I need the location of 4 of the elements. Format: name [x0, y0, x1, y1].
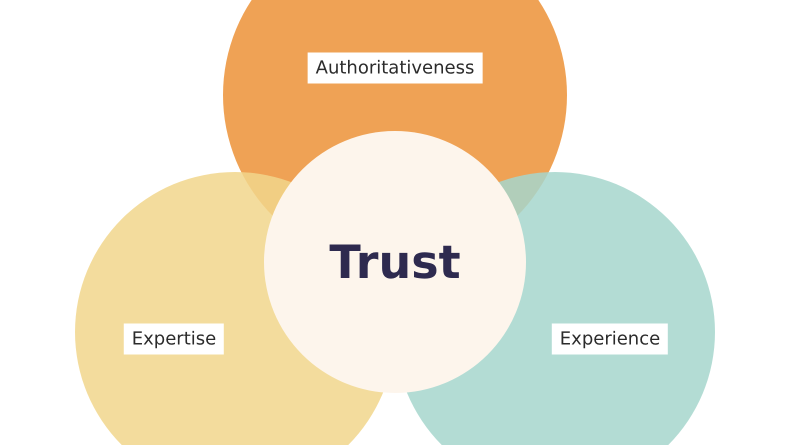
circle-label: Authoritativeness	[308, 52, 482, 84]
circle-label: Experience	[552, 324, 668, 354]
circle-label: Expertise	[124, 324, 224, 354]
center-title: Trust	[329, 235, 461, 289]
